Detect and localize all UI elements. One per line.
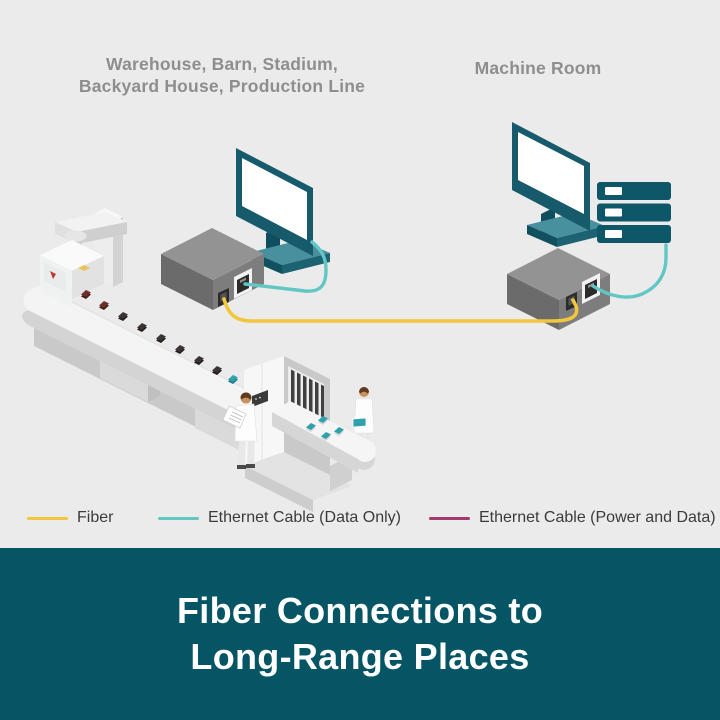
network-illustration — [22, 122, 671, 512]
ethernet-data-swatch — [158, 516, 199, 520]
location-label-left-line1: Warehouse, Barn, Stadium, — [106, 54, 338, 74]
clipboard — [222, 405, 247, 429]
inspected-part — [352, 417, 367, 428]
fiber-swatch — [27, 516, 68, 520]
worker-left — [222, 392, 258, 469]
monitor-left-screen — [242, 158, 307, 240]
ethernet-power-swatch — [429, 516, 470, 520]
conveyor-parts — [81, 290, 238, 384]
press-machine — [40, 208, 127, 307]
finished-parts — [306, 416, 344, 441]
footer-title-line1: Fiber Connections to — [177, 590, 543, 631]
legend: Fiber Ethernet Cable (Data Only) Etherne… — [0, 504, 720, 532]
location-label-left: Warehouse, Barn, Stadium, Backyard House… — [57, 53, 387, 97]
location-label-left-line2: Backyard House, Production Line — [78, 76, 366, 96]
fiber-cable — [222, 297, 579, 323]
rj45-port-right — [582, 273, 600, 304]
legend-item-ethernet-power: Ethernet Cable (Power and Data) — [429, 504, 716, 532]
legend-label-ethernet-power: Ethernet Cable (Power and Data) — [479, 509, 716, 526]
output-belt — [272, 401, 376, 491]
ethernet-cable-monitor-to-converter — [243, 240, 328, 293]
monitor-right-screen — [518, 132, 584, 214]
footer-title: Fiber Connections to Long-Range Places — [177, 588, 543, 680]
location-label-right: Machine Room — [448, 57, 628, 79]
legend-label-fiber: Fiber — [77, 509, 114, 526]
legend-label-ethernet-data: Ethernet Cable (Data Only) — [208, 509, 401, 526]
media-converter-right — [507, 248, 610, 330]
server-rack — [597, 182, 671, 243]
legend-item-ethernet-data: Ethernet Cable (Data Only) — [158, 504, 401, 532]
footer-title-line2: Long-Range Places — [190, 636, 530, 677]
location-label-right-line1: Machine Room — [474, 58, 602, 78]
rj45-port-left — [234, 268, 252, 299]
media-converter-left — [161, 228, 264, 310]
monitor-right — [512, 122, 605, 247]
legend-item-fiber: Fiber — [27, 504, 113, 532]
footer-band: Fiber Connections to Long-Range Places — [0, 548, 720, 720]
ethernet-cable-server-to-converter — [591, 243, 668, 299]
